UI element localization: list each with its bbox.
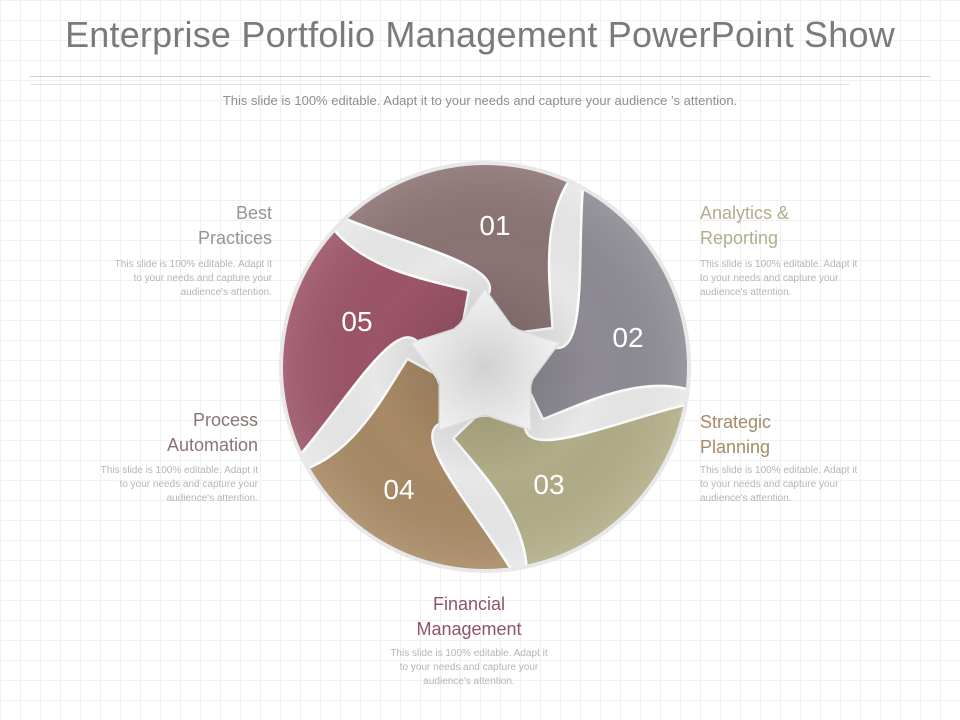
- segment-number-05: 05: [341, 306, 372, 337]
- strategic-line1: Strategic: [700, 412, 772, 432]
- desc-line: to your needs and capture your: [399, 662, 539, 673]
- desc-line: to your needs and capture your: [700, 479, 839, 490]
- slide-subtitle: This slide is 100% editable. Adapt it to…: [222, 93, 738, 108]
- desc-line: This slide is 100% editable. Adapt it: [390, 648, 548, 659]
- desc-line: audience's attention.: [180, 287, 272, 298]
- desc-line: to your needs and capture your: [700, 273, 839, 284]
- segment-number-04: 04: [383, 474, 414, 505]
- desc-line: This slide is 100% editable. Adapt it: [700, 259, 858, 270]
- financial-management-title: Financial Management: [369, 592, 569, 642]
- best-practices-title: Best Practices: [132, 201, 272, 251]
- process-line1: Process: [192, 410, 258, 430]
- analytics-reporting-description: This slide is 100% editable. Adapt it to…: [700, 258, 900, 300]
- desc-line: This slide is 100% editable. Adapt it: [100, 465, 258, 476]
- desc-line: audience's attention.: [423, 676, 515, 687]
- analytics-line2: Reporting: [700, 228, 779, 248]
- slide-title: Enterprise Portfolio Management PowerPoi…: [65, 14, 895, 55]
- desc-line: This slide is 100% editable. Adapt it: [700, 465, 858, 476]
- process-automation-description: This slide is 100% editable. Adapt it to…: [58, 464, 258, 506]
- strategic-planning-description: This slide is 100% editable. Adapt it to…: [700, 464, 900, 506]
- desc-line: to your needs and capture your: [119, 479, 258, 490]
- desc-line: This slide is 100% editable. Adapt it: [114, 259, 272, 270]
- title-divider-secondary: [30, 84, 850, 85]
- best-practices-description: This slide is 100% editable. Adapt it to…: [72, 258, 272, 300]
- financial-line1: Financial: [432, 594, 506, 614]
- desc-line: audience's attention.: [700, 287, 792, 298]
- analytics-line1: Analytics &: [700, 203, 790, 223]
- process-automation-title: Process Automation: [108, 408, 258, 458]
- segment-number-03: 03: [533, 469, 564, 500]
- desc-line: to your needs and capture your: [133, 273, 272, 284]
- strategic-planning-title: Strategic Planning: [700, 410, 900, 460]
- desc-line: audience's attention.: [166, 493, 258, 504]
- process-line2: Automation: [166, 435, 258, 455]
- best-practices-line2: Practices: [197, 228, 272, 248]
- strategic-line2: Planning: [700, 437, 771, 457]
- desc-line: audience's attention.: [700, 493, 792, 504]
- financial-line2: Management: [416, 619, 522, 639]
- analytics-reporting-title: Analytics & Reporting: [700, 201, 900, 251]
- segment-number-01: 01: [479, 210, 510, 241]
- best-practices-line1: Best: [235, 203, 272, 223]
- segment-number-02: 02: [612, 322, 643, 353]
- financial-management-description: This slide is 100% editable. Adapt it to…: [369, 647, 569, 689]
- title-divider: [30, 76, 930, 77]
